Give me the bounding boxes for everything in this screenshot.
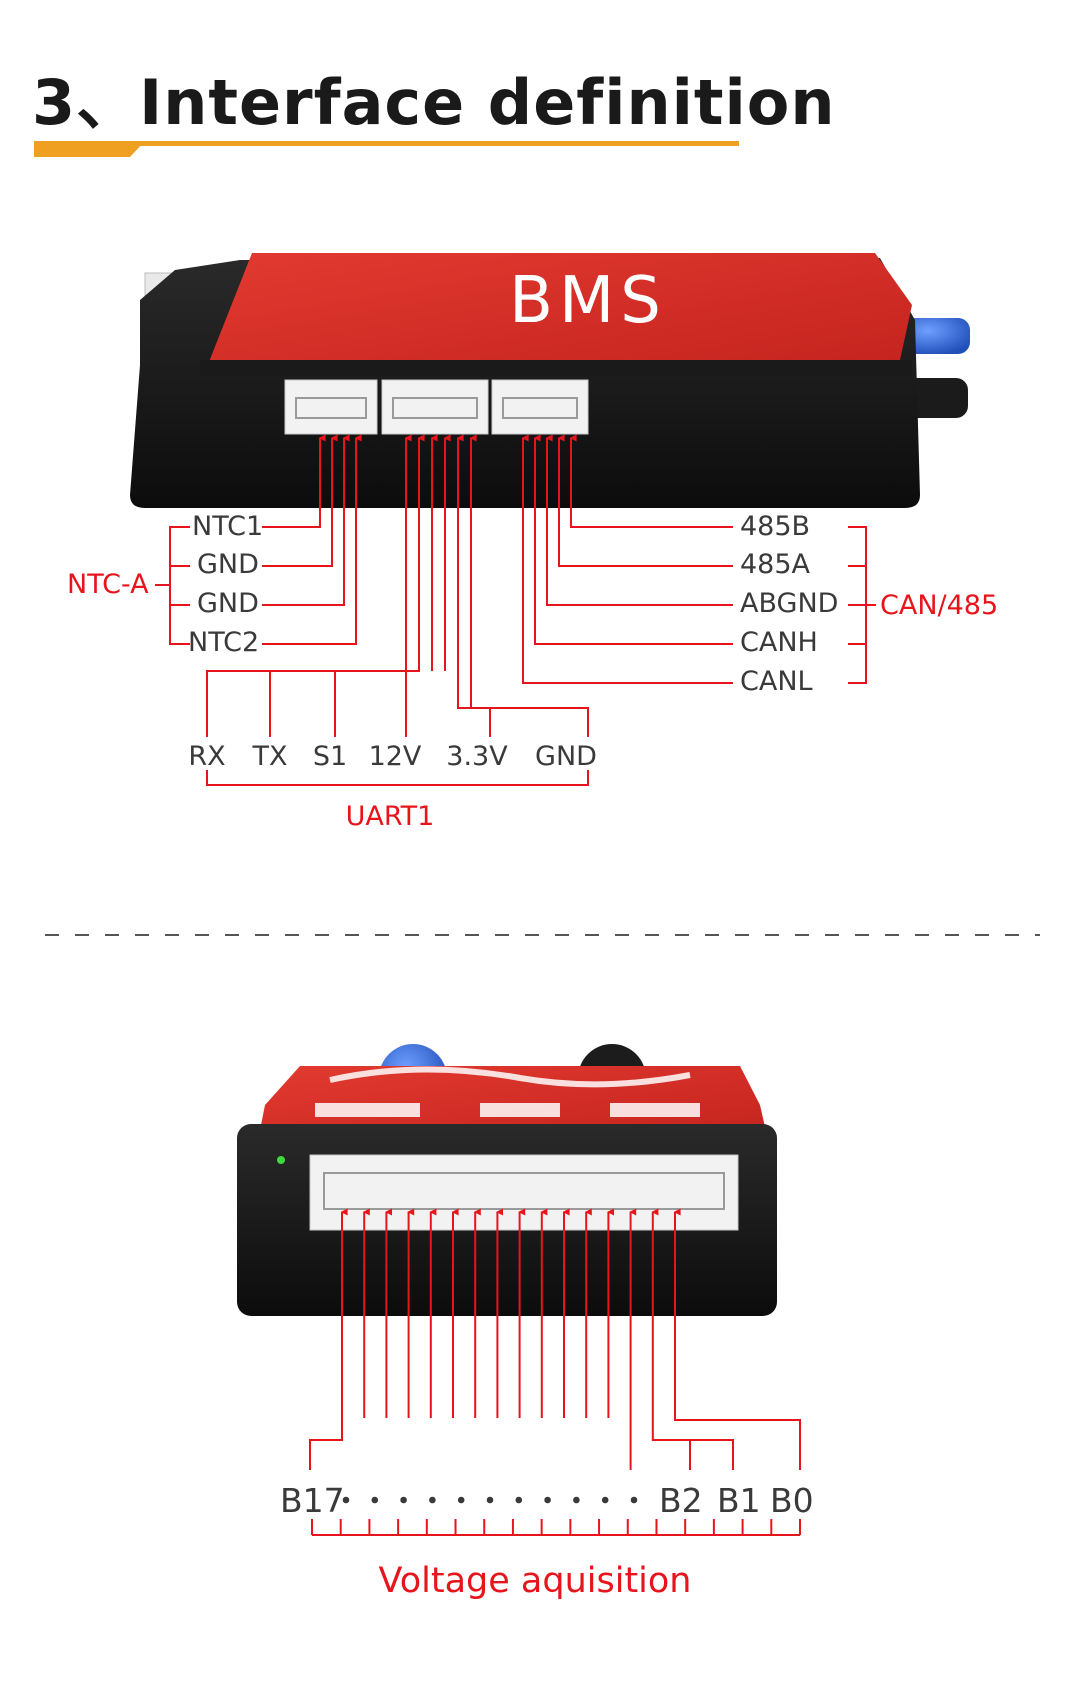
uart-pin-label: TX xyxy=(252,741,288,772)
can-485-group: 485B 485A ABGND CANH CANL CAN/485 xyxy=(740,511,998,697)
blue-cable xyxy=(900,318,970,354)
top-wiring xyxy=(155,434,876,786)
ellipsis-dot xyxy=(486,1496,494,1504)
ntc-group-label: NTC-A xyxy=(67,569,149,600)
balance-wiring xyxy=(309,1208,801,1470)
ellipsis-dot xyxy=(544,1496,551,1504)
ntc-pin-label: GND xyxy=(197,588,259,619)
ntc-bracket xyxy=(169,526,190,645)
balance-wire xyxy=(309,1208,348,1470)
ellipsis-dot xyxy=(630,1496,638,1504)
ntc-pin-label: GND xyxy=(197,549,259,580)
ntc-pin-label: NTC1 xyxy=(192,511,263,542)
cell-label-b2: B2 xyxy=(659,1481,703,1520)
uart-bracket xyxy=(206,770,589,786)
title-underline xyxy=(34,141,739,157)
ellipsis-dot xyxy=(371,1496,379,1504)
ntc-wire xyxy=(262,434,326,528)
balance-connector xyxy=(309,1154,739,1231)
balance-wire xyxy=(673,1208,801,1470)
uart-pin-label: RX xyxy=(188,741,225,772)
ntc-a-group: NTC1 GND GND NTC2 NTC-A xyxy=(67,511,263,658)
ntc-pin-label: NTC2 xyxy=(188,627,259,658)
page-title: 3、Interface definition xyxy=(32,66,836,139)
ntc-connector xyxy=(284,379,378,435)
ntc-wire xyxy=(262,434,338,567)
bms-logo: BMS xyxy=(509,264,667,338)
voltage-acquisition-caption: Voltage aquisition xyxy=(379,1561,692,1601)
uart-group-label: UART1 xyxy=(346,801,435,832)
bms-top-panel xyxy=(205,253,912,372)
balance-wire xyxy=(652,1439,734,1470)
can-pin-label: CANL xyxy=(740,666,813,697)
ntc-wire xyxy=(262,434,362,645)
ellipsis-dot xyxy=(400,1496,407,1504)
uart-wire xyxy=(456,434,589,737)
ellipsis-dot xyxy=(601,1496,609,1504)
status-led xyxy=(277,1156,285,1164)
can-wire xyxy=(569,434,733,528)
ellipsis-dots xyxy=(342,1496,638,1504)
can-wire xyxy=(533,434,733,645)
can-wire xyxy=(521,434,733,684)
can-pin-label: CANH xyxy=(740,627,818,658)
ellipsis-dot xyxy=(457,1496,465,1504)
cell-label-b0: B0 xyxy=(770,1481,814,1520)
voltage-acquisition-labels: B17 B2 B1 B0 Voltage aquisition xyxy=(280,1481,814,1601)
can-connector xyxy=(491,379,589,435)
uart-wire xyxy=(206,434,425,737)
ellipsis-dot xyxy=(573,1496,580,1504)
top-bms-device: BMS xyxy=(130,253,970,508)
uart-pin-label: S1 xyxy=(313,741,347,772)
uart-pin-label: GND xyxy=(535,741,597,772)
ellipsis-dot xyxy=(342,1496,350,1504)
can-pin-label: ABGND xyxy=(740,588,838,619)
can-pin-label: 485A xyxy=(740,549,811,580)
cell-label-b1: B1 xyxy=(717,1481,761,1520)
uart-pin-label: 12V xyxy=(369,741,422,772)
ntc-wire xyxy=(262,434,350,606)
acquisition-bracket xyxy=(311,1519,801,1536)
uart-connector xyxy=(381,379,489,435)
can-group-label: CAN/485 xyxy=(880,590,998,621)
ellipsis-dot xyxy=(429,1496,436,1504)
can-wire xyxy=(557,434,733,567)
cell-label-b17: B17 xyxy=(280,1481,345,1520)
uart-pin-label: 3.3V xyxy=(446,741,508,772)
can-pin-label: 485B xyxy=(740,511,810,542)
uart1-group: RX TX S1 12V 3.3V GND UART1 xyxy=(188,741,597,832)
bottom-bms-device xyxy=(237,1044,777,1316)
ellipsis-dot xyxy=(515,1496,523,1504)
can-wire xyxy=(545,434,733,606)
